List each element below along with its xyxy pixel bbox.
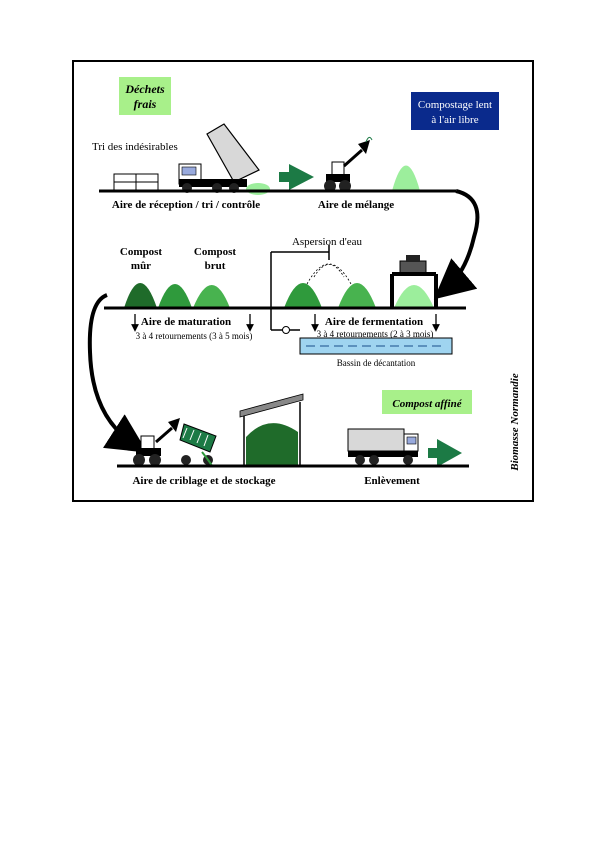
- refined-compost-label: Compost affiné: [392, 398, 462, 410]
- drainage-pipe: [271, 326, 300, 334]
- storage-shed: [239, 393, 304, 466]
- fresh-waste-label-line1: Déchets: [124, 82, 165, 96]
- export-arrow-icon: [428, 439, 462, 467]
- removal-label: Enlèvement: [364, 475, 420, 487]
- credit-label: Biomasse Normandie: [509, 373, 521, 472]
- removal-truck-icon: [347, 428, 419, 465]
- mature-compost-label-line2: mûr: [131, 260, 151, 272]
- raw-compost-label-line2: brut: [205, 260, 226, 272]
- settling-basin-label: Bassin de décantation: [337, 358, 416, 368]
- screening-machine-icon: [179, 423, 217, 467]
- flow-arrow-icon: [279, 164, 314, 190]
- transfer-arrow-to-fermentation: [433, 189, 480, 300]
- mixing-area-label: Aire de mélange: [318, 199, 394, 211]
- sorting-crates: [113, 173, 159, 192]
- maturation-area-label: Aire de maturation: [141, 316, 231, 328]
- maturation-turnings-label: 3 à 4 retournements (3 à 5 mois): [136, 331, 253, 341]
- dump-truck-icon: [178, 123, 260, 193]
- refined-compost-label-box: Compost affiné: [382, 390, 472, 414]
- settling-basin: [299, 337, 453, 355]
- composting-process-diagram: Déchets frais Compostage lent à l'air li…: [72, 60, 534, 502]
- maturing-compost-pile: [158, 284, 192, 308]
- fermentation-pile-3: [394, 285, 434, 308]
- unwanted-sorting-label: Tri des indésirables: [92, 141, 178, 153]
- screening-loader-icon: [133, 418, 180, 466]
- water-spray-system: [270, 245, 352, 330]
- fermentation-area-label: Aire de fermentation: [325, 316, 423, 328]
- fresh-waste-label-line2: frais: [134, 97, 157, 111]
- slow-composting-label-box: Compostage lent à l'air libre: [411, 92, 499, 130]
- fermentation-pile-2: [338, 283, 376, 308]
- slow-composting-label-line1: Compostage lent: [418, 99, 492, 111]
- fresh-waste-label-box: Déchets frais: [119, 77, 171, 115]
- raw-compost-label-line1: Compost: [194, 246, 237, 258]
- water-spray-label: Aspersion d'eau: [292, 236, 363, 248]
- transfer-arrow-to-screening: [87, 293, 148, 453]
- fermentation-pile-1: [284, 283, 322, 308]
- diagram-canvas: Déchets frais Compostage lent à l'air li…: [87, 77, 521, 487]
- mixing-loader-icon: [324, 136, 373, 192]
- reception-area-label: Aire de réception / tri / contrôle: [112, 199, 260, 211]
- mature-compost-label-line1: Compost: [120, 246, 163, 258]
- fermentation-turnings-label: 3 à 4 retournements (2 à 3 mois): [317, 329, 434, 339]
- turner-machine-icon: [390, 255, 438, 308]
- screening-storage-area-label: Aire de criblage et de stockage: [132, 475, 275, 487]
- raw-compost-pile: [193, 285, 230, 308]
- dumped-waste-pile: [246, 183, 270, 195]
- mixing-compost-pile: [392, 165, 420, 191]
- slow-composting-label-line2: à l'air libre: [431, 114, 478, 126]
- mature-compost-pile: [124, 283, 157, 308]
